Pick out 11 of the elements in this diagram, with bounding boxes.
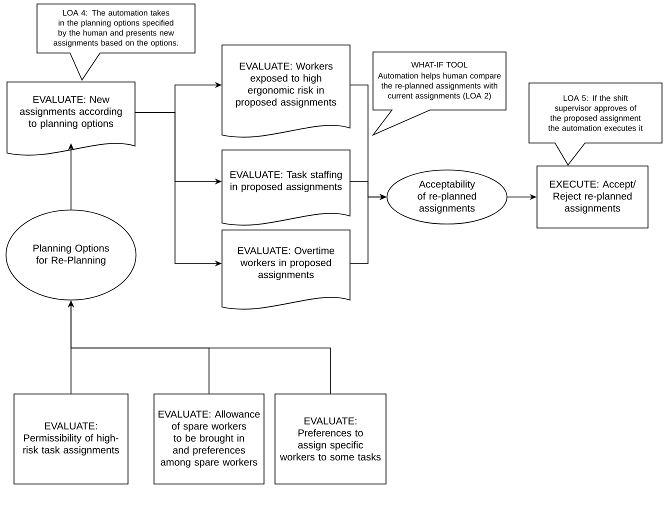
process-box: EVALUATE: Preferences to assign specific workers to some tasks (274, 394, 386, 484)
callout-box: LOA 5: If the shift supervisor approves of the proposed assignment the automation executes it (528, 82, 662, 166)
document-box: EVALUATE: New assignments according to planning options (6, 82, 136, 156)
callout-box: WHAT-IF TOOL Automation helps human compare the re-planned assignments with current assignments (LOA 2) (372, 52, 506, 136)
process-box: EVALUATE: Allowance of spare workers to be brought in and preferences among spare workers (154, 394, 264, 484)
callout-box: LOA 4: The automation takes in the planning options specified by the human and presents new assignments based on the options. (36, 4, 196, 81)
document-box: EVALUATE: Overtime workers in proposed assignments (222, 230, 350, 310)
document-box: EVALUATE: Task staffing in proposed assignments (222, 150, 350, 226)
process-box: EXECUTE: Accept/ Reject re-planned assignments (536, 166, 648, 228)
process-box: EVALUATE: Permissibility of high-risk task assignments (14, 394, 128, 484)
document-box: EVALUATE: Workers exposed to high ergonomic risk in proposed assignments (222, 44, 350, 138)
